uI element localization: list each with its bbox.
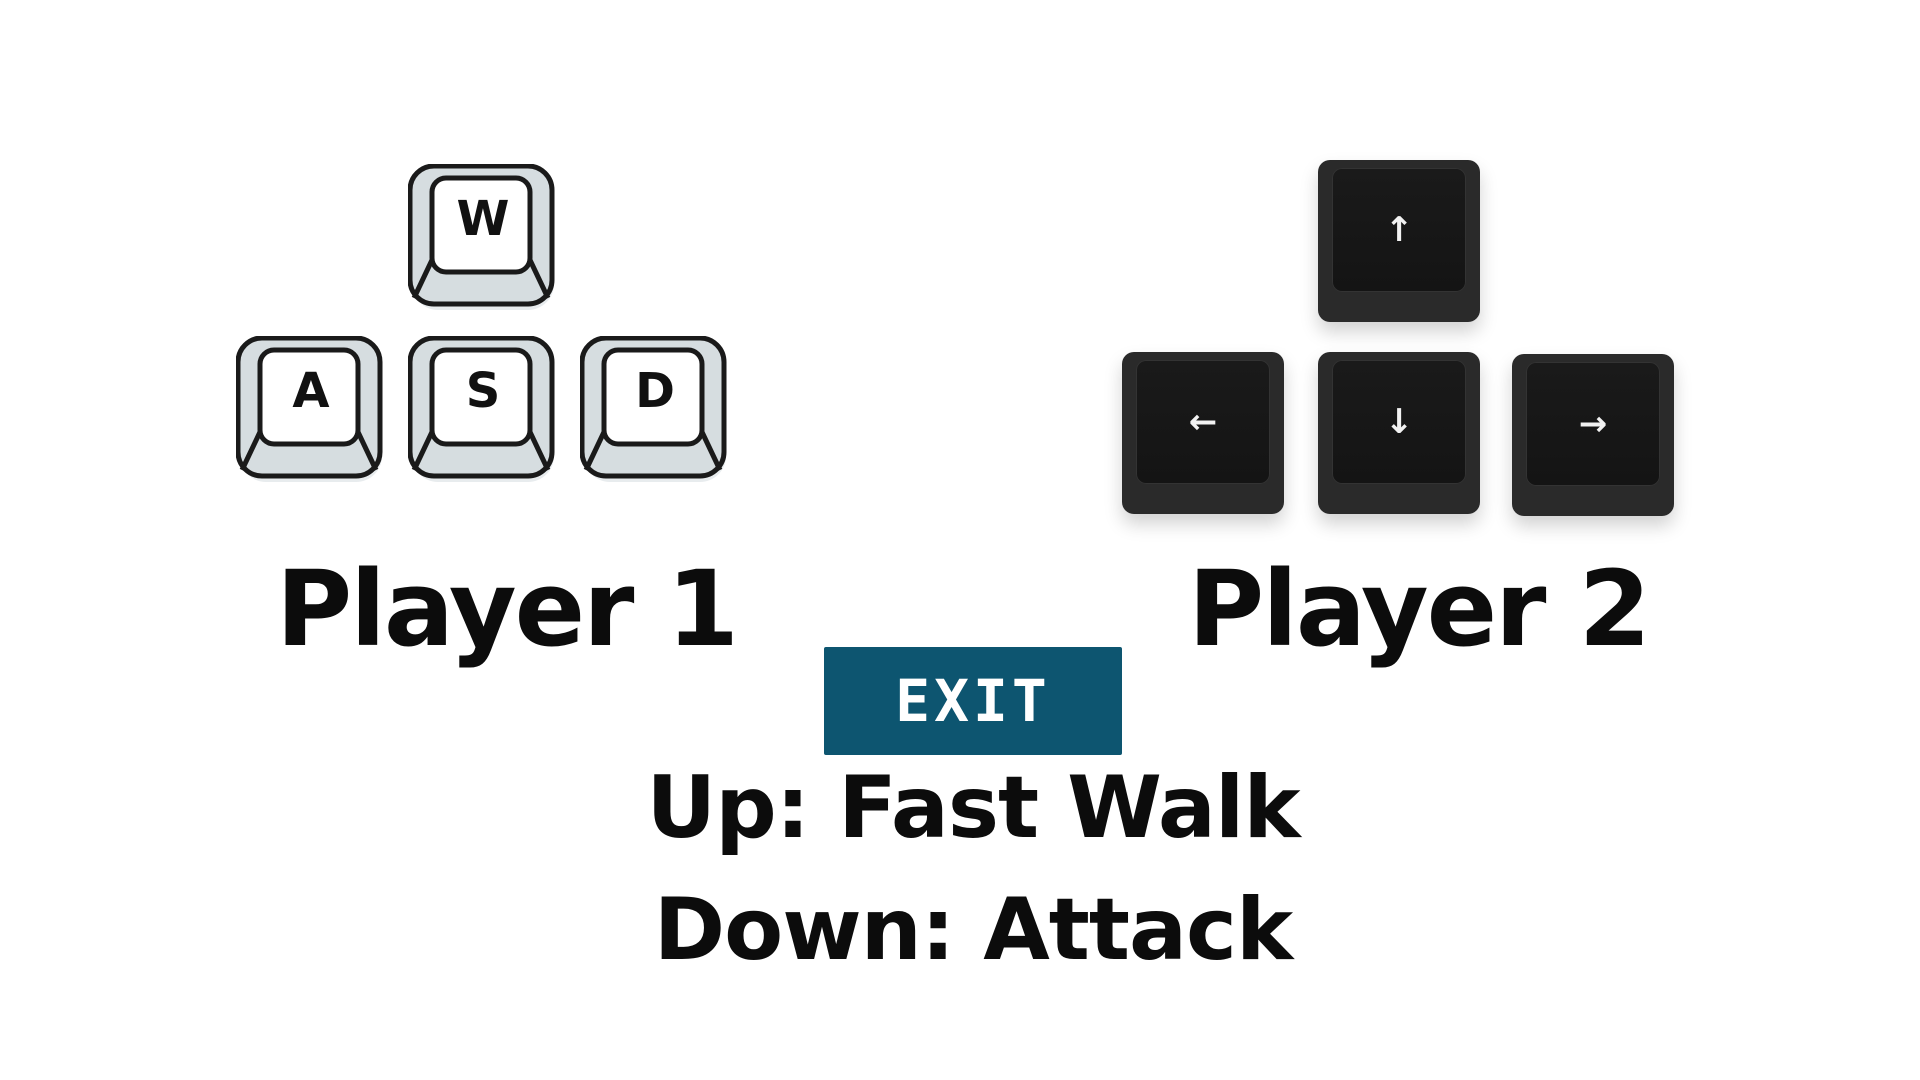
arrow-up-icon: ↑ bbox=[1384, 210, 1414, 250]
keycap-face bbox=[1332, 168, 1466, 292]
control-up-description: Up: Fast Walk bbox=[646, 758, 1300, 858]
key-a: A bbox=[236, 336, 386, 486]
keycap-face bbox=[1332, 360, 1466, 484]
arrow-right-icon: → bbox=[1578, 404, 1608, 444]
keycap-shape bbox=[408, 336, 555, 482]
arrow-left-icon: ← bbox=[1188, 402, 1218, 442]
key-a-label: A bbox=[292, 363, 330, 419]
key-w: W bbox=[408, 164, 558, 314]
key-up: ↑ bbox=[1318, 160, 1480, 322]
key-d-label: D bbox=[635, 363, 675, 419]
keycap-shape bbox=[236, 336, 383, 482]
key-s: S bbox=[408, 336, 558, 486]
control-down-description: Down: Attack bbox=[653, 880, 1293, 980]
key-s-label: S bbox=[465, 363, 501, 419]
player-1-label: Player 1 bbox=[276, 548, 739, 670]
key-d: D bbox=[580, 336, 730, 486]
key-w-label: W bbox=[456, 191, 510, 247]
keycap-face bbox=[1526, 362, 1660, 486]
key-right: → bbox=[1512, 354, 1674, 516]
keycap-face bbox=[1136, 360, 1270, 484]
exit-button[interactable]: EXIT bbox=[824, 647, 1122, 755]
key-down: ↓ bbox=[1318, 352, 1480, 514]
player-2-label: Player 2 bbox=[1188, 548, 1651, 670]
arrow-down-icon: ↓ bbox=[1384, 402, 1414, 442]
keycap-shape bbox=[580, 336, 727, 482]
keycap-shape bbox=[408, 164, 555, 310]
key-left: ← bbox=[1122, 352, 1284, 514]
